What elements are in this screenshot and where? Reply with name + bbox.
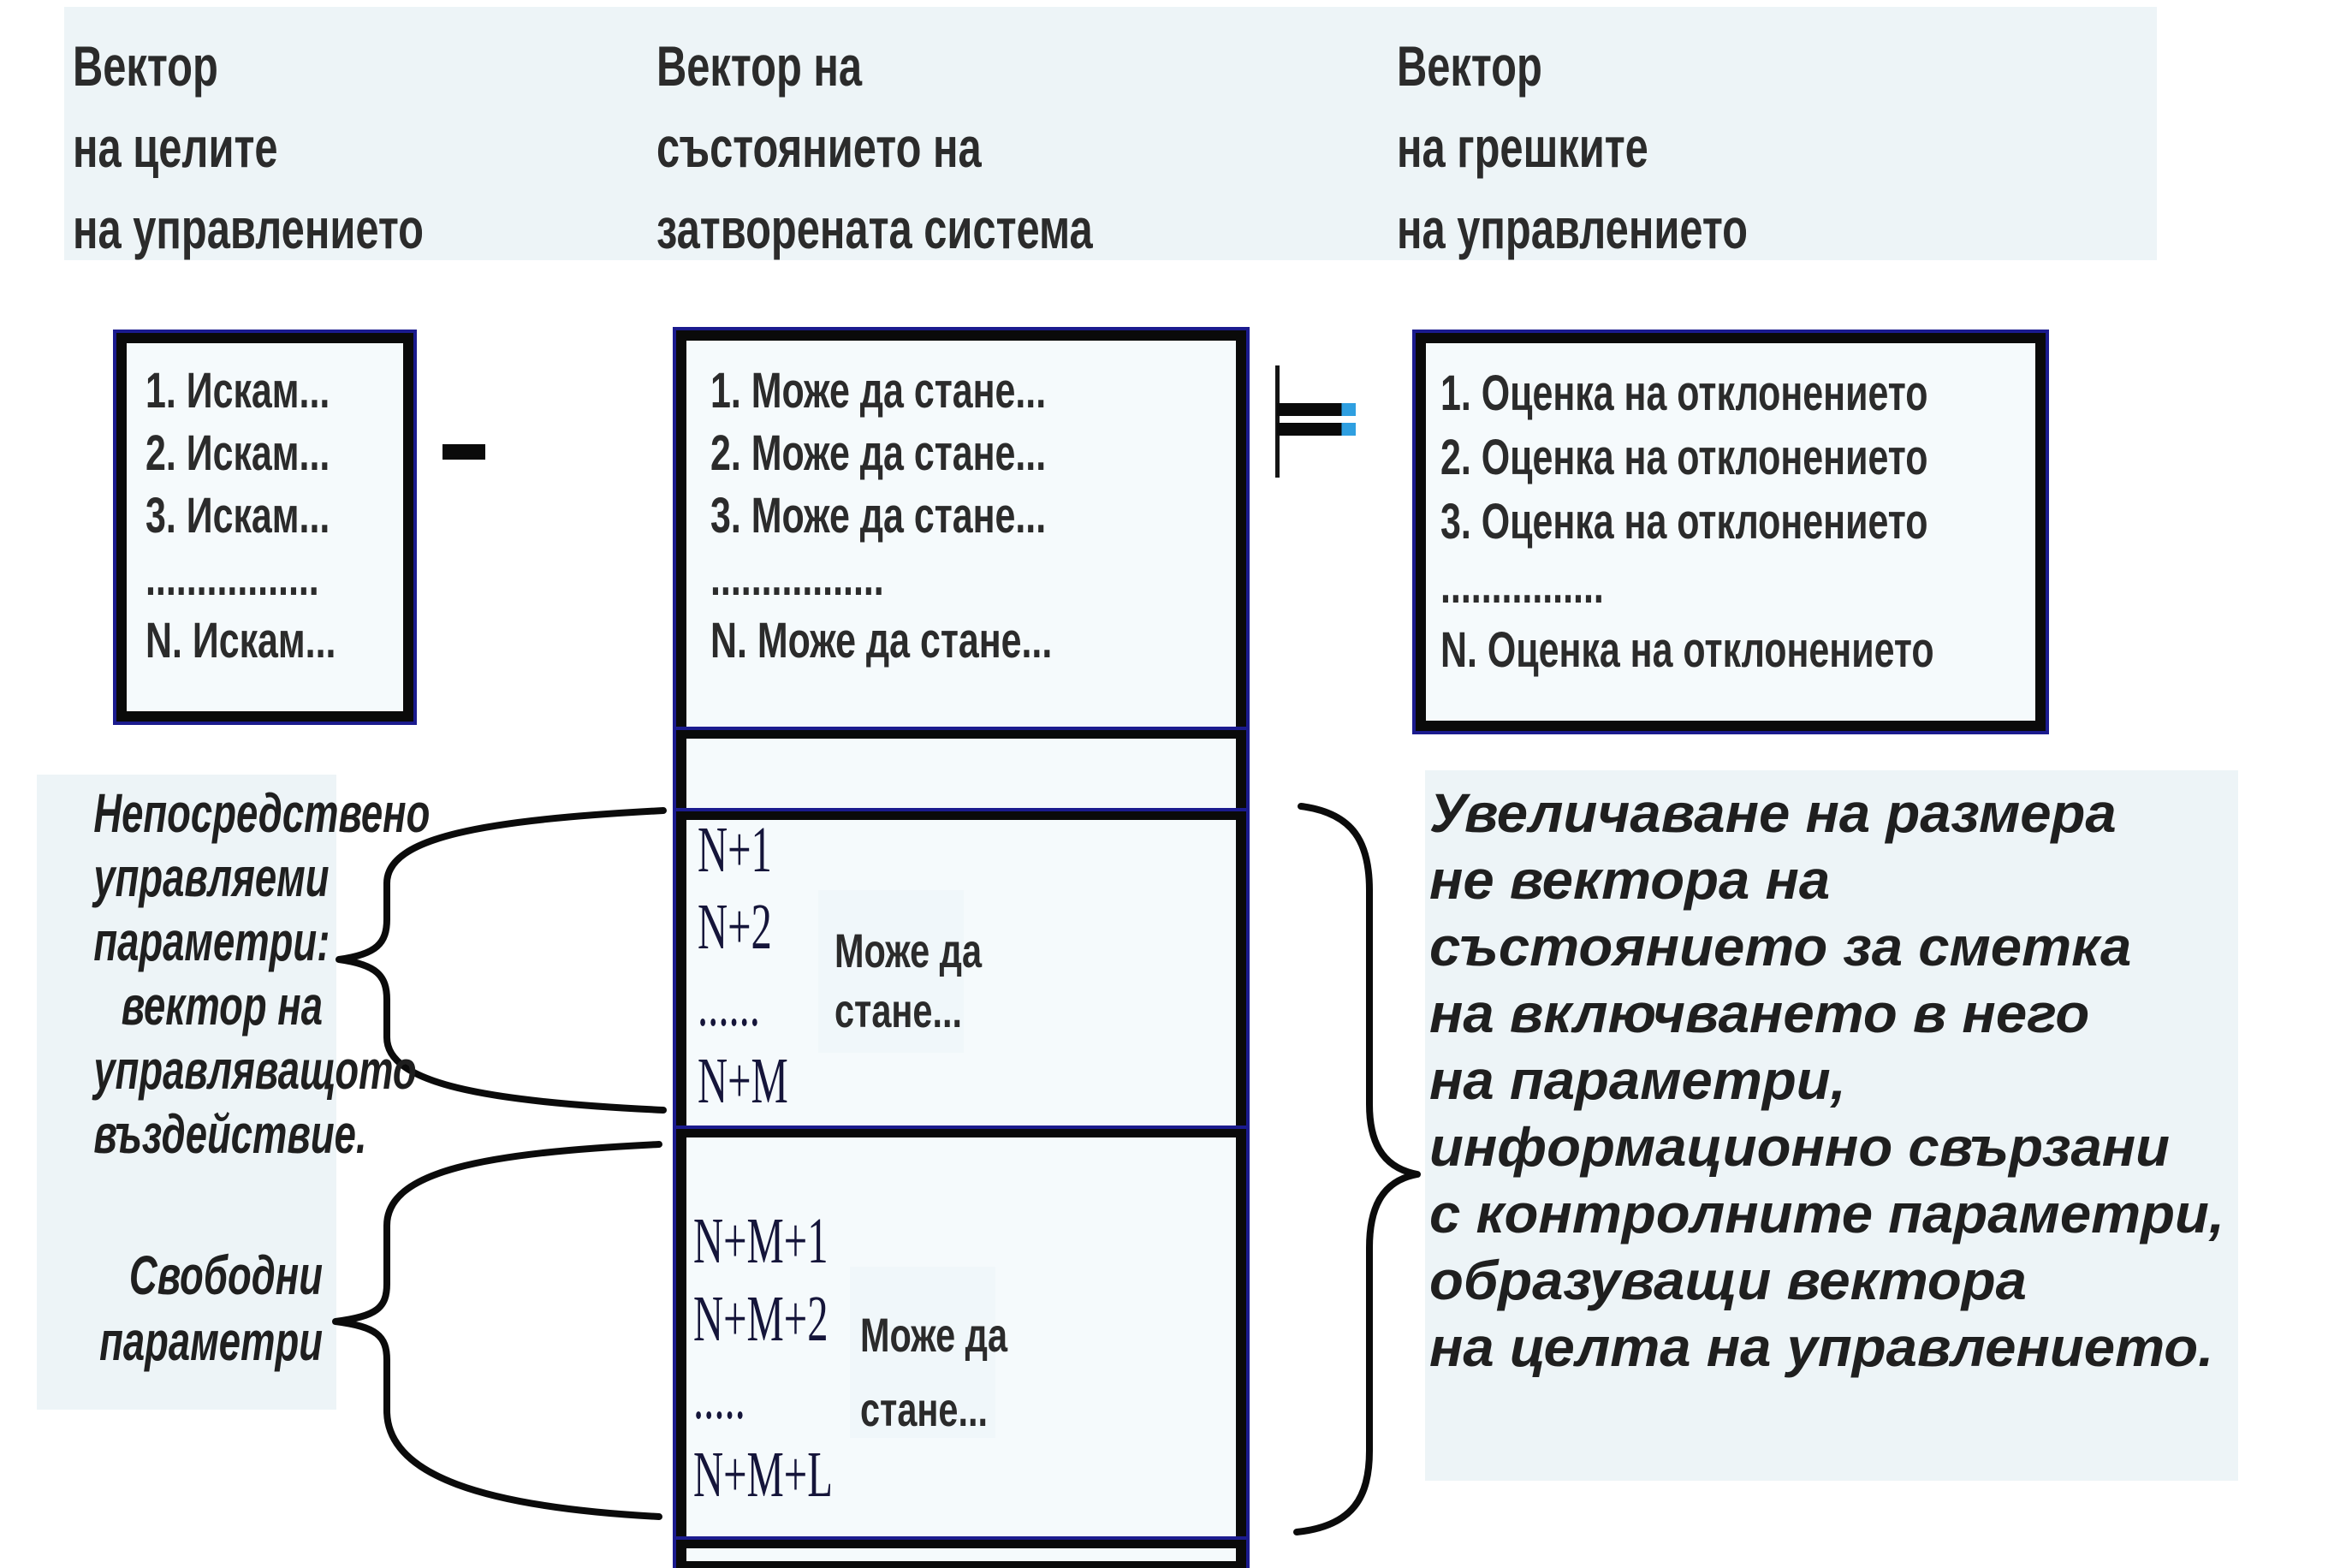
- note-line: на параметри,: [1429, 1049, 1846, 1111]
- equals-operator-bar: [1277, 403, 1356, 416]
- state-item: 1. Може да стане...: [710, 363, 1047, 419]
- error-item: 3. Оценка на отклонението: [1440, 494, 1928, 549]
- goal-item: N. Искам...: [146, 613, 336, 668]
- section2-label-line: стане...: [834, 983, 963, 1037]
- note-line: параметри:: [93, 911, 330, 972]
- state-vector-items: 1. Може да стане... 2. Може да стане... …: [710, 359, 1052, 672]
- note-line: Непосредствено: [93, 782, 431, 844]
- state-item: N. Може да стане...: [710, 613, 1053, 668]
- header-state-vector: Вектор на състоянието на затворената сис…: [656, 26, 1093, 270]
- section3-index: N+M+L: [693, 1439, 833, 1511]
- note-line: не вектора на: [1429, 849, 1831, 911]
- left-note-background-panel: [37, 775, 336, 1410]
- state-box-top-border: [676, 330, 1246, 341]
- state-item: 2. Може да стане...: [710, 425, 1047, 481]
- note-line: управляеми: [93, 846, 330, 908]
- header-error-vector-line: Вектор: [1397, 34, 1542, 98]
- section3-index-ellipsis: .....: [693, 1361, 745, 1433]
- header-goal-vector: Вектор на целите на управлението: [73, 26, 424, 270]
- note-line: Свободни: [128, 1244, 323, 1306]
- header-state-vector-line: Вектор на: [656, 34, 863, 98]
- section3-label-line: стане...: [860, 1382, 989, 1436]
- section3-index: N+M+2: [693, 1283, 829, 1355]
- section2-label: Може да стане...: [834, 921, 982, 1041]
- note-line: на целта на управлението.: [1429, 1316, 2214, 1378]
- state-item-ellipsis: .................: [710, 550, 884, 606]
- note-line: състоянието за сметка: [1429, 916, 2132, 977]
- state-box-divider: [676, 808, 1246, 820]
- header-error-vector-line: на управлението: [1397, 197, 1748, 260]
- section3-label-background-panel: [850, 1267, 995, 1438]
- state-box-divider: [676, 1126, 1246, 1137]
- note-line: параметри: [99, 1310, 324, 1372]
- goal-item-ellipsis: .................: [146, 550, 319, 606]
- note-line: въздействие.: [93, 1103, 367, 1165]
- header-goal-vector-line: Вектор: [73, 34, 218, 98]
- goal-vector-items: 1. Искам... 2. Искам... 3. Искам... ....…: [146, 359, 336, 672]
- error-item-ellipsis: ................: [1440, 558, 1604, 614]
- error-vector-box: [1412, 330, 2049, 734]
- section3-label-line: Може да: [860, 1308, 1008, 1362]
- note-line: с контролните параметри,: [1429, 1183, 2225, 1244]
- equals-operator-vertical-line: [1275, 365, 1280, 478]
- state-box-divider: [676, 1536, 1246, 1548]
- state-box-left-border: [676, 330, 686, 1568]
- note-direct-controlled-params: Непосредствено управляеми параметри: век…: [93, 781, 431, 1167]
- header-error-vector: Вектор на грешките на управлението: [1397, 26, 1748, 270]
- section2-indices: N+1 N+2 ...... N+M: [698, 811, 788, 1120]
- minus-operator: [442, 444, 485, 460]
- section3-index: N+M+1: [693, 1205, 829, 1277]
- section2-index: N+M: [698, 1045, 788, 1117]
- goal-item: 2. Искам...: [146, 425, 330, 481]
- goal-item: 1. Искам...: [146, 363, 330, 419]
- section2-label-background-panel: [818, 890, 964, 1053]
- note-line: информационно свързани: [1429, 1116, 2171, 1178]
- error-item: 1. Оценка на отклонението: [1440, 365, 1928, 421]
- state-box-bottom-border: [676, 1561, 1246, 1568]
- header-background-panel: [64, 7, 2157, 260]
- state-box-divider: [676, 727, 1246, 739]
- section2-label-line: Може да: [834, 924, 983, 977]
- header-state-vector-line: затворената система: [656, 197, 1093, 260]
- section2-index-ellipsis: ......: [698, 968, 760, 1040]
- header-goal-vector-line: на целите: [73, 116, 278, 179]
- brace-controlled-params: [336, 807, 667, 1114]
- note-line: образуващи вектора: [1429, 1250, 2027, 1311]
- state-box-right-border: [1236, 330, 1246, 1568]
- right-note-background-panel: [1425, 770, 2238, 1481]
- error-item: 2. Оценка на отклонението: [1440, 430, 1928, 485]
- header-error-vector-line: на грешките: [1397, 116, 1648, 179]
- state-item: 3. Може да стане...: [710, 488, 1047, 543]
- note-state-vector-size-increase: Увеличаване на размера не вектора на със…: [1429, 780, 2224, 1381]
- section2-index: N+1: [698, 814, 772, 886]
- brace-free-params: [332, 1141, 662, 1520]
- error-item: N. Оценка на отклонението: [1440, 622, 1934, 678]
- note-free-params: Свободни параметри: [93, 1243, 323, 1375]
- note-line: Увеличаване на размера: [1429, 782, 2117, 844]
- header-state-vector-line: състоянието на: [656, 116, 982, 179]
- goal-item: 3. Искам...: [146, 488, 330, 543]
- error-vector-items: 1. Оценка на отклонението 2. Оценка на о…: [1440, 361, 1934, 682]
- note-line: на включването в него: [1429, 983, 2090, 1044]
- equals-operator-bar: [1277, 423, 1356, 436]
- section2-index: N+2: [698, 891, 772, 963]
- note-line: вектор на: [121, 975, 323, 1036]
- goal-vector-box: [113, 330, 417, 725]
- section3-label: Може да стане...: [860, 1298, 1007, 1446]
- note-line: управляващото: [93, 1039, 417, 1101]
- brace-state-note: [1293, 803, 1421, 1535]
- header-goal-vector-line: на управлението: [73, 197, 424, 260]
- section3-indices: N+M+1 N+M+2 ..... N+M+L: [693, 1203, 833, 1514]
